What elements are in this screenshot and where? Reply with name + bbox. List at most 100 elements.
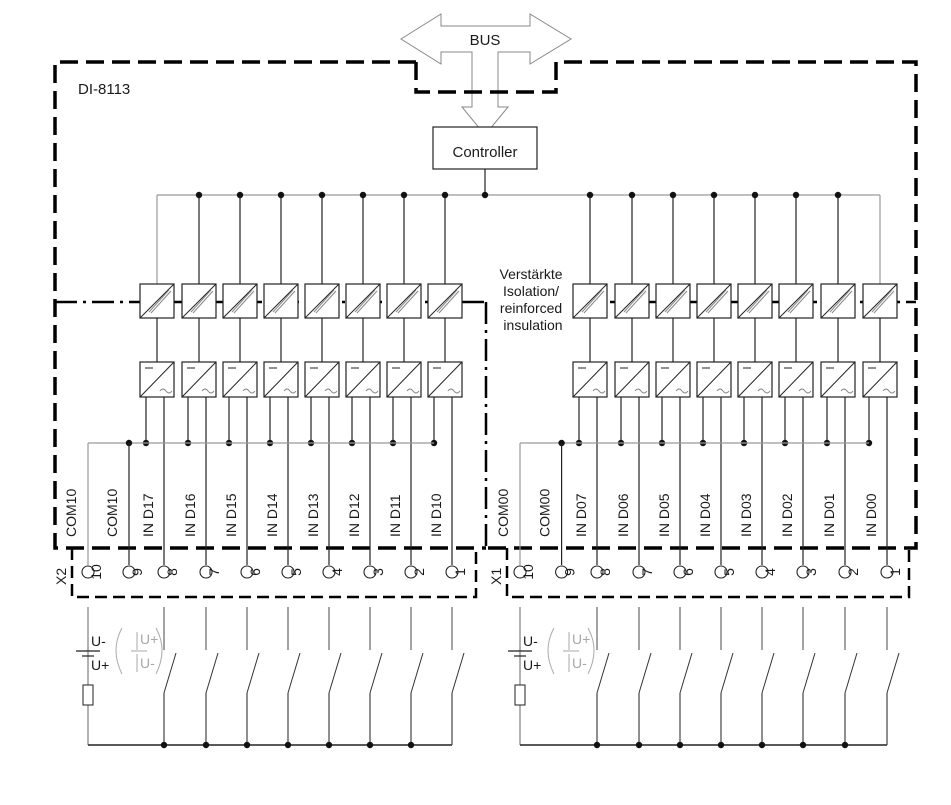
signal-label: IN D07 [573, 493, 589, 537]
converter-diagonal [386, 361, 422, 398]
ac-symbol [675, 388, 689, 394]
isolator-diagonal [222, 283, 258, 319]
isolator-diagonal [386, 283, 422, 319]
converter-diagonal [345, 361, 381, 398]
switch-contact [328, 652, 342, 694]
terminal-2 [838, 565, 852, 579]
converter-diagonal [862, 361, 898, 398]
terminal-strip-frame [505, 548, 911, 599]
terminal-9 [555, 565, 569, 579]
supply-u-plus: U+ [91, 657, 109, 673]
ac-symbol [447, 388, 461, 394]
module-boundary [53, 60, 918, 550]
terminal-3 [363, 565, 377, 579]
terminal-6 [673, 565, 687, 579]
isolator-diagonal [139, 283, 175, 319]
junction-dot [407, 741, 415, 749]
bus-junction [669, 191, 677, 199]
terminal-5 [281, 565, 295, 579]
junction-dot [841, 741, 849, 749]
bus-junction [834, 191, 842, 199]
terminal-2 [404, 565, 418, 579]
terminal-7 [632, 565, 646, 579]
terminal-number: 2 [845, 568, 861, 576]
ac-symbol [840, 388, 854, 394]
signal-label: IN D10 [428, 493, 444, 537]
ac-symbol [365, 388, 379, 394]
terminal-number: 8 [597, 568, 613, 576]
terminal-3 [796, 565, 810, 579]
bus-junction [710, 191, 718, 199]
switch-contact [802, 652, 816, 694]
bus-junction [195, 191, 203, 199]
module-name: DI-8113 [78, 81, 130, 98]
bus-junction [318, 191, 326, 199]
signal-label: COM10 [104, 489, 120, 537]
switch-contact [410, 652, 424, 694]
channel-in-d11 [386, 283, 422, 565]
switch-contact [451, 652, 465, 694]
ac-symbol [242, 388, 256, 394]
channel-in-d16 [181, 283, 217, 565]
converter-diagonal [222, 361, 258, 398]
channel-in-d12 [345, 283, 381, 565]
ac-symbol [716, 388, 730, 394]
field-wiring-x2: U-U+U+U- [76, 607, 465, 749]
ac-symbol [592, 388, 606, 394]
channel-in-d07 [572, 283, 608, 565]
terminal-number: 1 [452, 568, 468, 576]
ac-symbol [324, 388, 338, 394]
channel-in-d04 [696, 283, 732, 565]
fuse-icon [82, 684, 94, 706]
terminal-8 [157, 565, 171, 579]
bus-junction [400, 191, 408, 199]
terminal-4 [322, 565, 336, 579]
terminal-10 [513, 565, 527, 579]
signal-label: IN D11 [387, 494, 403, 537]
terminal-8 [590, 565, 604, 579]
terminal-9 [122, 565, 136, 579]
terminal-6 [240, 565, 254, 579]
converter-diagonal [427, 361, 463, 398]
junction-dot [676, 741, 684, 749]
signal-label: IN D05 [656, 493, 672, 537]
signal-label: IN D15 [223, 493, 239, 537]
channel-in-d13 [304, 283, 340, 565]
switch-contact [720, 652, 734, 694]
terminal-1 [880, 565, 894, 579]
converter-diagonal [778, 361, 814, 398]
converter-diagonal [263, 361, 299, 398]
terminal-number: 1 [887, 568, 903, 576]
switch-contact [287, 652, 301, 694]
signal-label: IN D13 [305, 493, 321, 537]
isolator-diagonal [572, 283, 608, 319]
isolator-diagonal [263, 283, 299, 319]
field-wiring-x1: U-U+U+U- [508, 607, 900, 749]
bus-junction [586, 191, 594, 199]
isolator-diagonal [820, 283, 856, 319]
bus-junction [441, 191, 449, 199]
isolator-diagonal [181, 283, 217, 319]
channel-in-d05 [655, 283, 691, 565]
switch-contact [369, 652, 383, 694]
terminal-7 [199, 565, 213, 579]
terminal-number: 9 [129, 568, 145, 576]
terminal-number: 2 [411, 568, 427, 576]
junction-dot [717, 741, 725, 749]
converter-diagonal [820, 361, 856, 398]
converter-diagonal [655, 361, 691, 398]
bus-junction [277, 191, 285, 199]
converter-diagonal [614, 361, 650, 398]
controller-label: Controller [452, 144, 517, 161]
isolator-diagonal [655, 283, 691, 319]
bus-junction [751, 191, 759, 199]
isolation-label: Verstärkte Isolation/ reinforced insulat… [500, 266, 567, 333]
ac-symbol [757, 388, 771, 394]
signal-label: COM00 [537, 489, 553, 537]
alt-u-plus: U+ [140, 631, 158, 647]
converter-diagonal [181, 361, 217, 398]
bus-junction [359, 191, 367, 199]
supply-u-plus: U+ [523, 657, 541, 673]
